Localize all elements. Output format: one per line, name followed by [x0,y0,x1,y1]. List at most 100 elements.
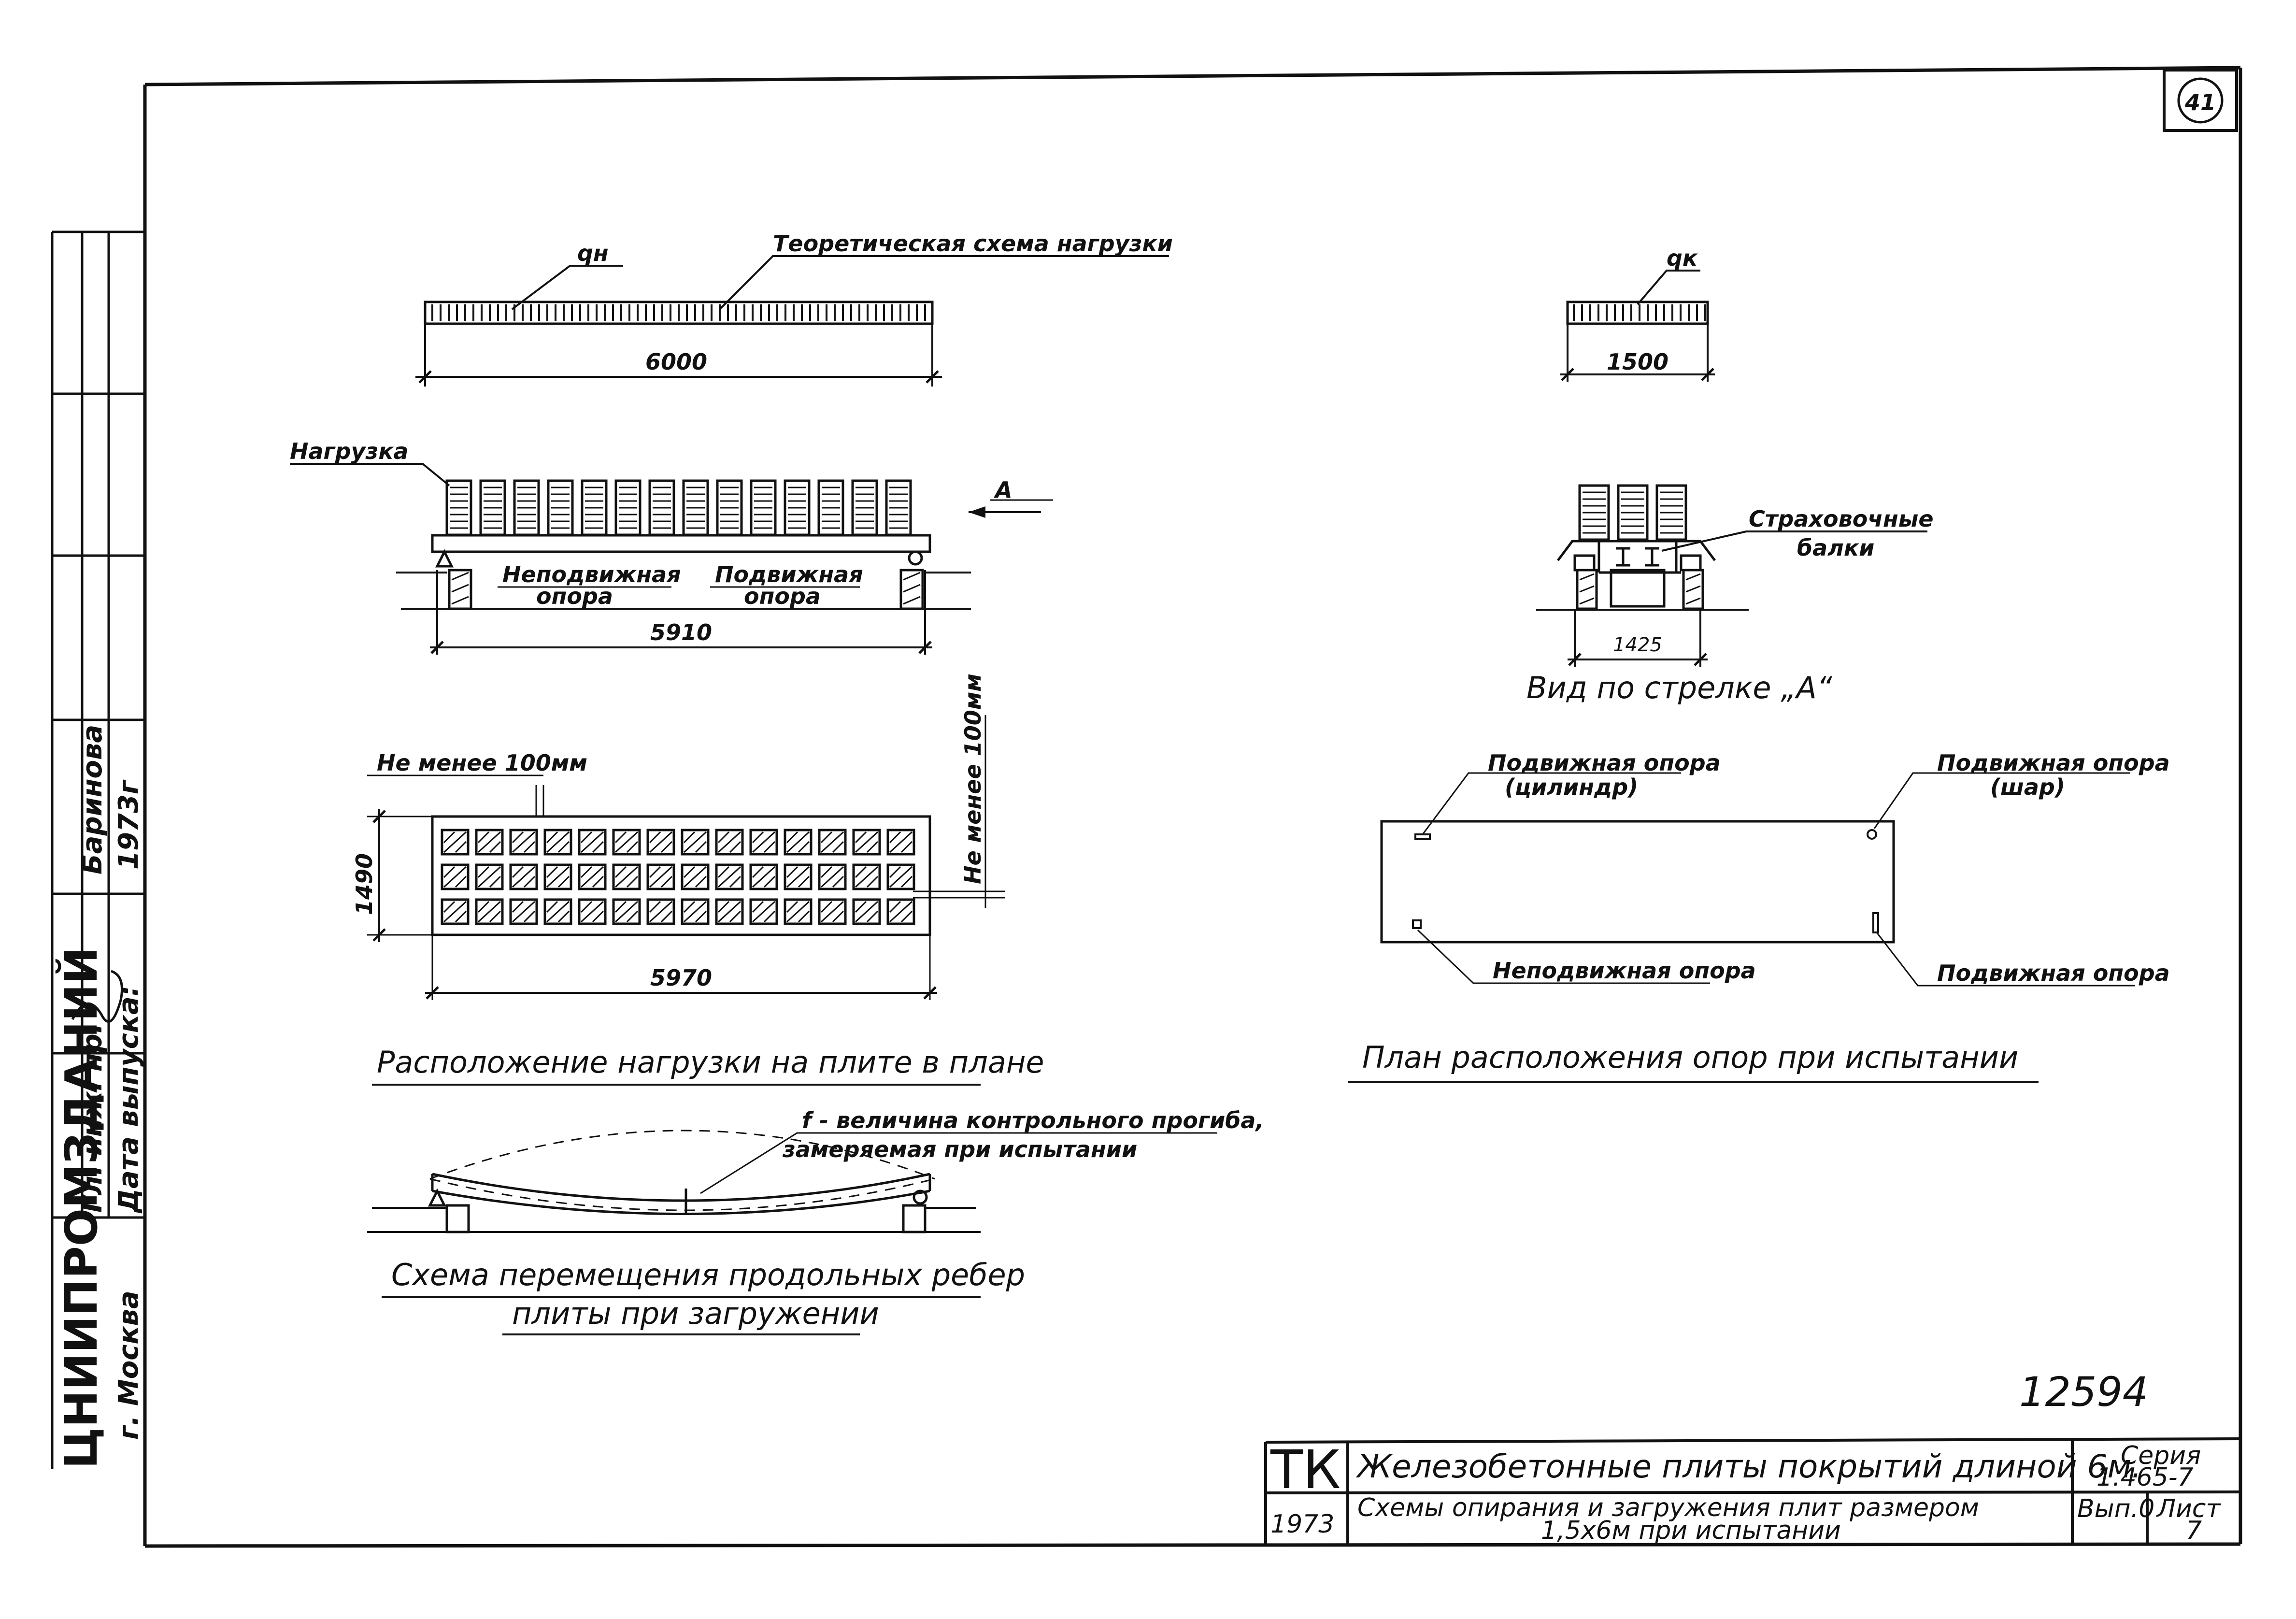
load-stack [1578,484,1610,541]
plan-height-1490: 1490 [351,853,377,915]
load-symbol-qn: qн [577,240,609,266]
section-caption: Вид по стрелке „А“ [1526,670,1833,705]
load-block [646,863,675,890]
load-block [818,898,847,925]
title-block-title: Железобетонные плиты покрытий длиной 6м. [1355,1448,2141,1485]
load-block [509,829,538,856]
support-tr-line1: Подвижная опора [1937,750,2170,776]
plan-length-5970: 5970 [650,965,712,991]
plan-left-note: Не менее 100мм [377,750,587,776]
deflection-caption-line1: Схема перемещения продольных ребер [391,1257,1025,1292]
load-block [509,898,538,925]
deflection-note-line1: f - величина контрольного прогиба, [802,1107,1264,1133]
load-stack [1655,484,1687,541]
support-tl-line2: (цилиндр) [1505,774,1638,800]
title-block-code: ТК [1270,1439,1341,1501]
arrow-a-mark: А [994,477,1013,503]
load-symbol-qk: qк [1667,245,1698,271]
supports-caption: План расположения опор при испытании [1362,1040,2018,1075]
load-block [749,829,778,856]
stamp-signature [71,970,123,1023]
load-block [612,829,641,856]
load-block [475,898,504,925]
inventory-number: 12594 [2019,1368,2148,1416]
load-block [475,863,504,890]
title-block-series-value: 1.465-7 [2096,1463,2194,1492]
support-br-label: Подвижная опора [1937,960,2170,986]
plan-load-arrangement: 1490 5970 Не менее 100мм Не менее 100мм … [351,673,1044,1086]
deflection-note-line2: замеряемая при испытании [782,1136,1137,1162]
deflection-scheme: f - величина контрольного прогиба, замер… [367,1107,1264,1335]
section-view-a: 1425 Страховочные балки Вид по стрелке „… [1526,484,1934,705]
load-block [715,898,744,925]
load-block [646,829,675,856]
title-block-series-label: Серия [2121,1441,2201,1470]
load-block [543,863,572,890]
load-stack [1617,484,1649,541]
fixed-support-line1: Неподвижная [502,561,681,587]
title-block: ТК 1973 Железобетонные плиты покрытий дл… [1264,1437,2241,1545]
title-block-sheet-label: Лист [2156,1494,2221,1523]
load-block [543,898,572,925]
side-stamp: Гл. инж. пр. Баринова Дата выпуска: 1973… [51,230,146,1546]
load-block [612,863,641,890]
stamp-name: Баринова [77,725,108,874]
span-5910: 5910 [650,619,712,645]
load-scheme-right: 1500 qк [1560,245,1715,382]
load-block [578,863,607,890]
title-block-subtitle-2: 1,5х6м при испытании [1541,1516,1841,1545]
sheet-mark-number: 41 [2184,89,2216,115]
support-tl-line1: Подвижная опора [1488,750,1721,776]
load-block [749,863,778,890]
title-block-issue: Вып.0 [2077,1494,2154,1523]
stamp-year: 1973г [113,779,144,870]
title-block-sheet-value: 7 [2186,1516,2202,1545]
load-block [509,863,538,890]
safety-beams-line2: балки [1797,535,1874,561]
load-block [784,898,813,925]
load-block [852,898,881,925]
sheet-frame [143,66,2242,1548]
load-block [715,829,744,856]
stamp-city: г. Москва [113,1290,144,1440]
load-block [886,863,915,890]
theoretical-scheme-heading: Теоретическая схема нагрузки [773,230,1173,257]
sheet-mark: 41 [2163,69,2238,132]
load-block [441,898,470,925]
support-tr-line2: (шар) [1990,774,2065,800]
load-block [681,898,710,925]
deflection-caption-line2: плиты при загружении [512,1296,879,1331]
load-block [715,863,744,890]
load-block [543,829,572,856]
load-block [818,863,847,890]
load-block [886,898,915,925]
load-block [749,898,778,925]
plan-right-note: Не менее 100мм [960,673,986,884]
load-block [852,829,881,856]
title-block-year: 1973 [1270,1510,1334,1539]
load-block [441,863,470,890]
stamp-date-label: Дата выпуска: [113,986,144,1214]
load-block [578,829,607,856]
load-block [818,829,847,856]
load-block [612,898,641,925]
stamp-role: Гл. инж. пр. [77,1023,108,1213]
support-bl-label: Неподвижная опора [1493,958,1756,984]
section-width-1425: 1425 [1613,634,1662,656]
load-block [681,829,710,856]
load-block [646,898,675,925]
load-block [441,829,470,856]
plan-supports: Подвижная опора (цилиндр) Подвижная опор… [1348,750,2170,1083]
stamp-org: ЦНИИПРОМЗДАНИЙ [55,947,107,1469]
movable-support-line1: Подвижная [715,561,863,587]
load-scheme-left: 6000 qн Теоретическая схема нагрузки [415,230,1173,387]
title-block-subtitle-1: Схемы опирания и загружения плит размеро… [1357,1493,1979,1522]
span-6000: 6000 [645,349,707,375]
plan-load-caption: Расположение нагрузки на плите в плане [377,1045,1044,1080]
load-block [475,829,504,856]
load-block [578,898,607,925]
load-block [886,829,915,856]
load-block [852,863,881,890]
load-block [681,863,710,890]
